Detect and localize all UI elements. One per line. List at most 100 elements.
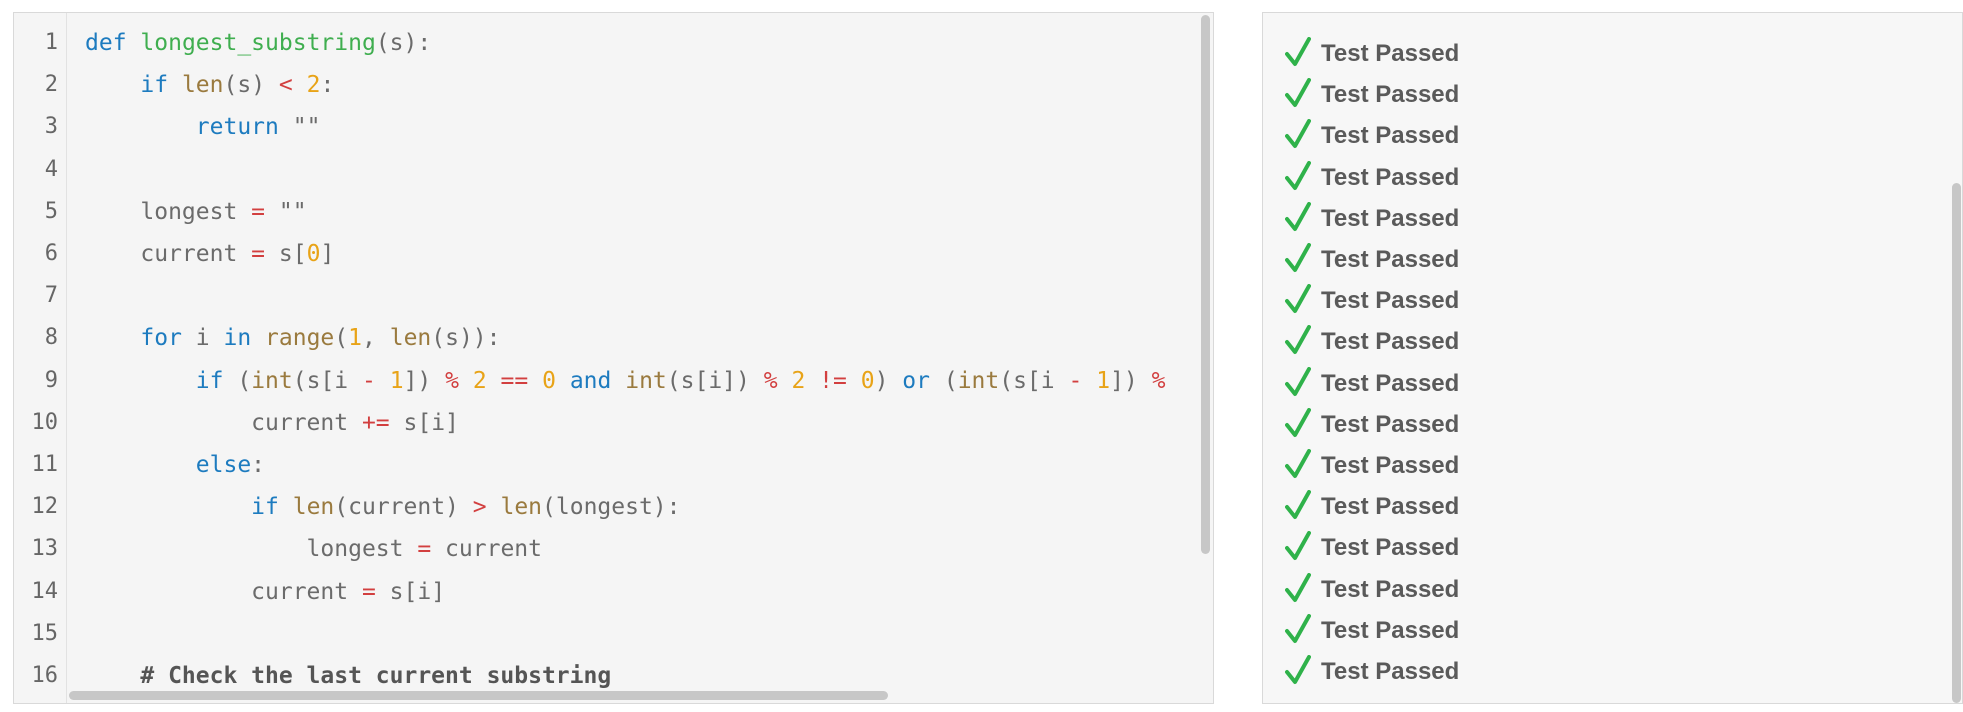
test-result-label: Test Passed [1321, 575, 1460, 603]
checkmark-icon [1285, 531, 1311, 561]
test-result-label: Test Passed [1321, 40, 1460, 67]
code-line[interactable]: 5 longest = "" [14, 191, 1213, 233]
checkmark-icon [1285, 407, 1311, 438]
line-number: 12 [31, 494, 59, 520]
test-result-item: Test Passed [1285, 284, 1459, 318]
test-result-label: Test Passed [1321, 287, 1460, 315]
test-result-item: Test Passed [1285, 325, 1459, 359]
checkmark-icon [1285, 572, 1311, 603]
checkmark-icon [1285, 325, 1311, 355]
line-number: 3 [44, 114, 58, 140]
checkmark-icon [1285, 284, 1311, 314]
test-result-label: Test Passed [1321, 369, 1460, 397]
test-result-item: Test Passed [1285, 449, 1459, 483]
line-number: 1 [44, 30, 58, 55]
line-number: 11 [31, 452, 59, 477]
code-line[interactable]: 16 # Check the last current substring [14, 655, 1213, 697]
checkmark-icon [1285, 490, 1311, 520]
checkmark-icon [1285, 160, 1311, 191]
code-text[interactable]: current = s[0] [85, 241, 335, 267]
code-line[interactable]: 10 current += s[i] [14, 402, 1213, 444]
code-editor[interactable]: 1 def longest_substring(s): 2 if len(s) < … [13, 12, 1214, 704]
test-result-item: Test Passed [1285, 201, 1460, 236]
test-result-label: Test Passed [1321, 493, 1460, 521]
test-result-label: Test Passed [1321, 163, 1460, 191]
code-line[interactable]: 7 [14, 275, 1213, 317]
code-line[interactable]: 1 def longest_substring(s): [14, 22, 1213, 64]
checkmark-icon [1285, 37, 1311, 67]
editor-horizontal-scrollbar[interactable] [69, 691, 888, 700]
test-result-item: Test Passed [1285, 572, 1460, 607]
checkmark-icon [1285, 613, 1311, 644]
code-text[interactable]: if len(current) > len(longest): [251, 494, 681, 521]
code-text[interactable]: else: [195, 452, 266, 478]
checkmark-icon [1285, 201, 1311, 232]
line-number: 15 [31, 620, 59, 646]
code-line[interactable]: 13 longest = current [14, 528, 1213, 570]
line-number: 5 [44, 198, 58, 224]
code-line[interactable]: 15 [14, 613, 1213, 655]
line-number-gutter [14, 13, 67, 703]
line-number: 2 [44, 72, 58, 98]
line-number: 10 [31, 409, 59, 435]
test-result-item: Test Passed [1285, 78, 1459, 112]
test-result-item: Test Passed [1285, 613, 1460, 648]
code-text[interactable]: for i in range(1, len(s)): [140, 325, 501, 352]
checkmark-icon [1285, 449, 1311, 479]
code-text[interactable]: longest = "" [85, 198, 307, 225]
editor-vertical-scrollbar[interactable] [1201, 15, 1210, 554]
code-line[interactable]: 4 [14, 149, 1213, 191]
line-number: 7 [44, 283, 58, 309]
checkmark-icon [1285, 119, 1311, 149]
tests-vertical-scrollbar[interactable] [1952, 183, 1961, 703]
code-line[interactable]: 9 if (int(s[i - 1]) % 2 == 0 and int(s[i… [14, 360, 1213, 402]
line-number: 9 [44, 367, 58, 393]
line-number: 16 [31, 663, 59, 688]
test-result-item: Test Passed [1285, 407, 1460, 442]
test-result-label: Test Passed [1321, 616, 1460, 644]
test-result-label: Test Passed [1321, 328, 1460, 356]
line-number: 4 [44, 156, 58, 182]
code-text[interactable]: # Check the last current substring [140, 663, 612, 689]
test-result-item: Test Passed [1285, 490, 1459, 524]
test-result-item: Test Passed [1285, 37, 1459, 71]
code-line[interactable]: 12 if len(current) > len(longest): [14, 486, 1213, 528]
checkmark-icon [1285, 366, 1311, 397]
code-text[interactable]: longest = current [85, 536, 542, 563]
test-result-label: Test Passed [1321, 410, 1460, 438]
test-result-label: Test Passed [1321, 246, 1460, 273]
test-result-label: Test Passed [1321, 81, 1460, 109]
code-line[interactable]: 14 current = s[i] [14, 571, 1213, 613]
code-line[interactable]: 11 else: [14, 444, 1213, 486]
test-result-item: Test Passed [1285, 119, 1459, 153]
line-number: 14 [31, 578, 59, 604]
code-text[interactable]: if len(s) < 2: [140, 72, 335, 99]
code-line[interactable]: 2 if len(s) < 2: [14, 64, 1213, 106]
checkmark-icon [1285, 243, 1311, 273]
test-result-item: Test Passed [1285, 243, 1459, 277]
code-line[interactable]: 6 current = s[0] [14, 233, 1213, 275]
code-text[interactable]: return "" [195, 114, 321, 141]
code-area[interactable]: 1 def longest_substring(s): 2 if len(s) < … [14, 13, 1213, 703]
line-number: 8 [44, 325, 58, 351]
test-result-item: Test Passed [1285, 655, 1459, 689]
test-result-label: Test Passed [1321, 204, 1460, 232]
line-number: 13 [31, 536, 59, 562]
code-line[interactable]: 8 for i in range(1, len(s)): [14, 317, 1213, 359]
test-result-item: Test Passed [1285, 531, 1459, 565]
checkmark-icon [1285, 655, 1311, 685]
test-result-item: Test Passed [1285, 160, 1460, 195]
code-line[interactable]: 3 return "" [14, 106, 1213, 148]
code-text[interactable]: current = s[i] [85, 578, 446, 605]
test-result-label: Test Passed [1321, 452, 1460, 479]
test-result-item: Test Passed [1285, 366, 1460, 401]
line-number: 6 [44, 241, 58, 266]
code-text[interactable]: if (int(s[i - 1]) % 2 == 0 and int(s[i])… [195, 367, 1166, 394]
checkmark-icon [1285, 78, 1311, 108]
test-result-label: Test Passed [1321, 658, 1460, 685]
code-text[interactable]: def longest_substring(s): [85, 30, 432, 56]
test-result-label: Test Passed [1321, 534, 1460, 562]
test-result-label: Test Passed [1321, 122, 1460, 150]
code-text[interactable]: current += s[i] [85, 409, 459, 436]
